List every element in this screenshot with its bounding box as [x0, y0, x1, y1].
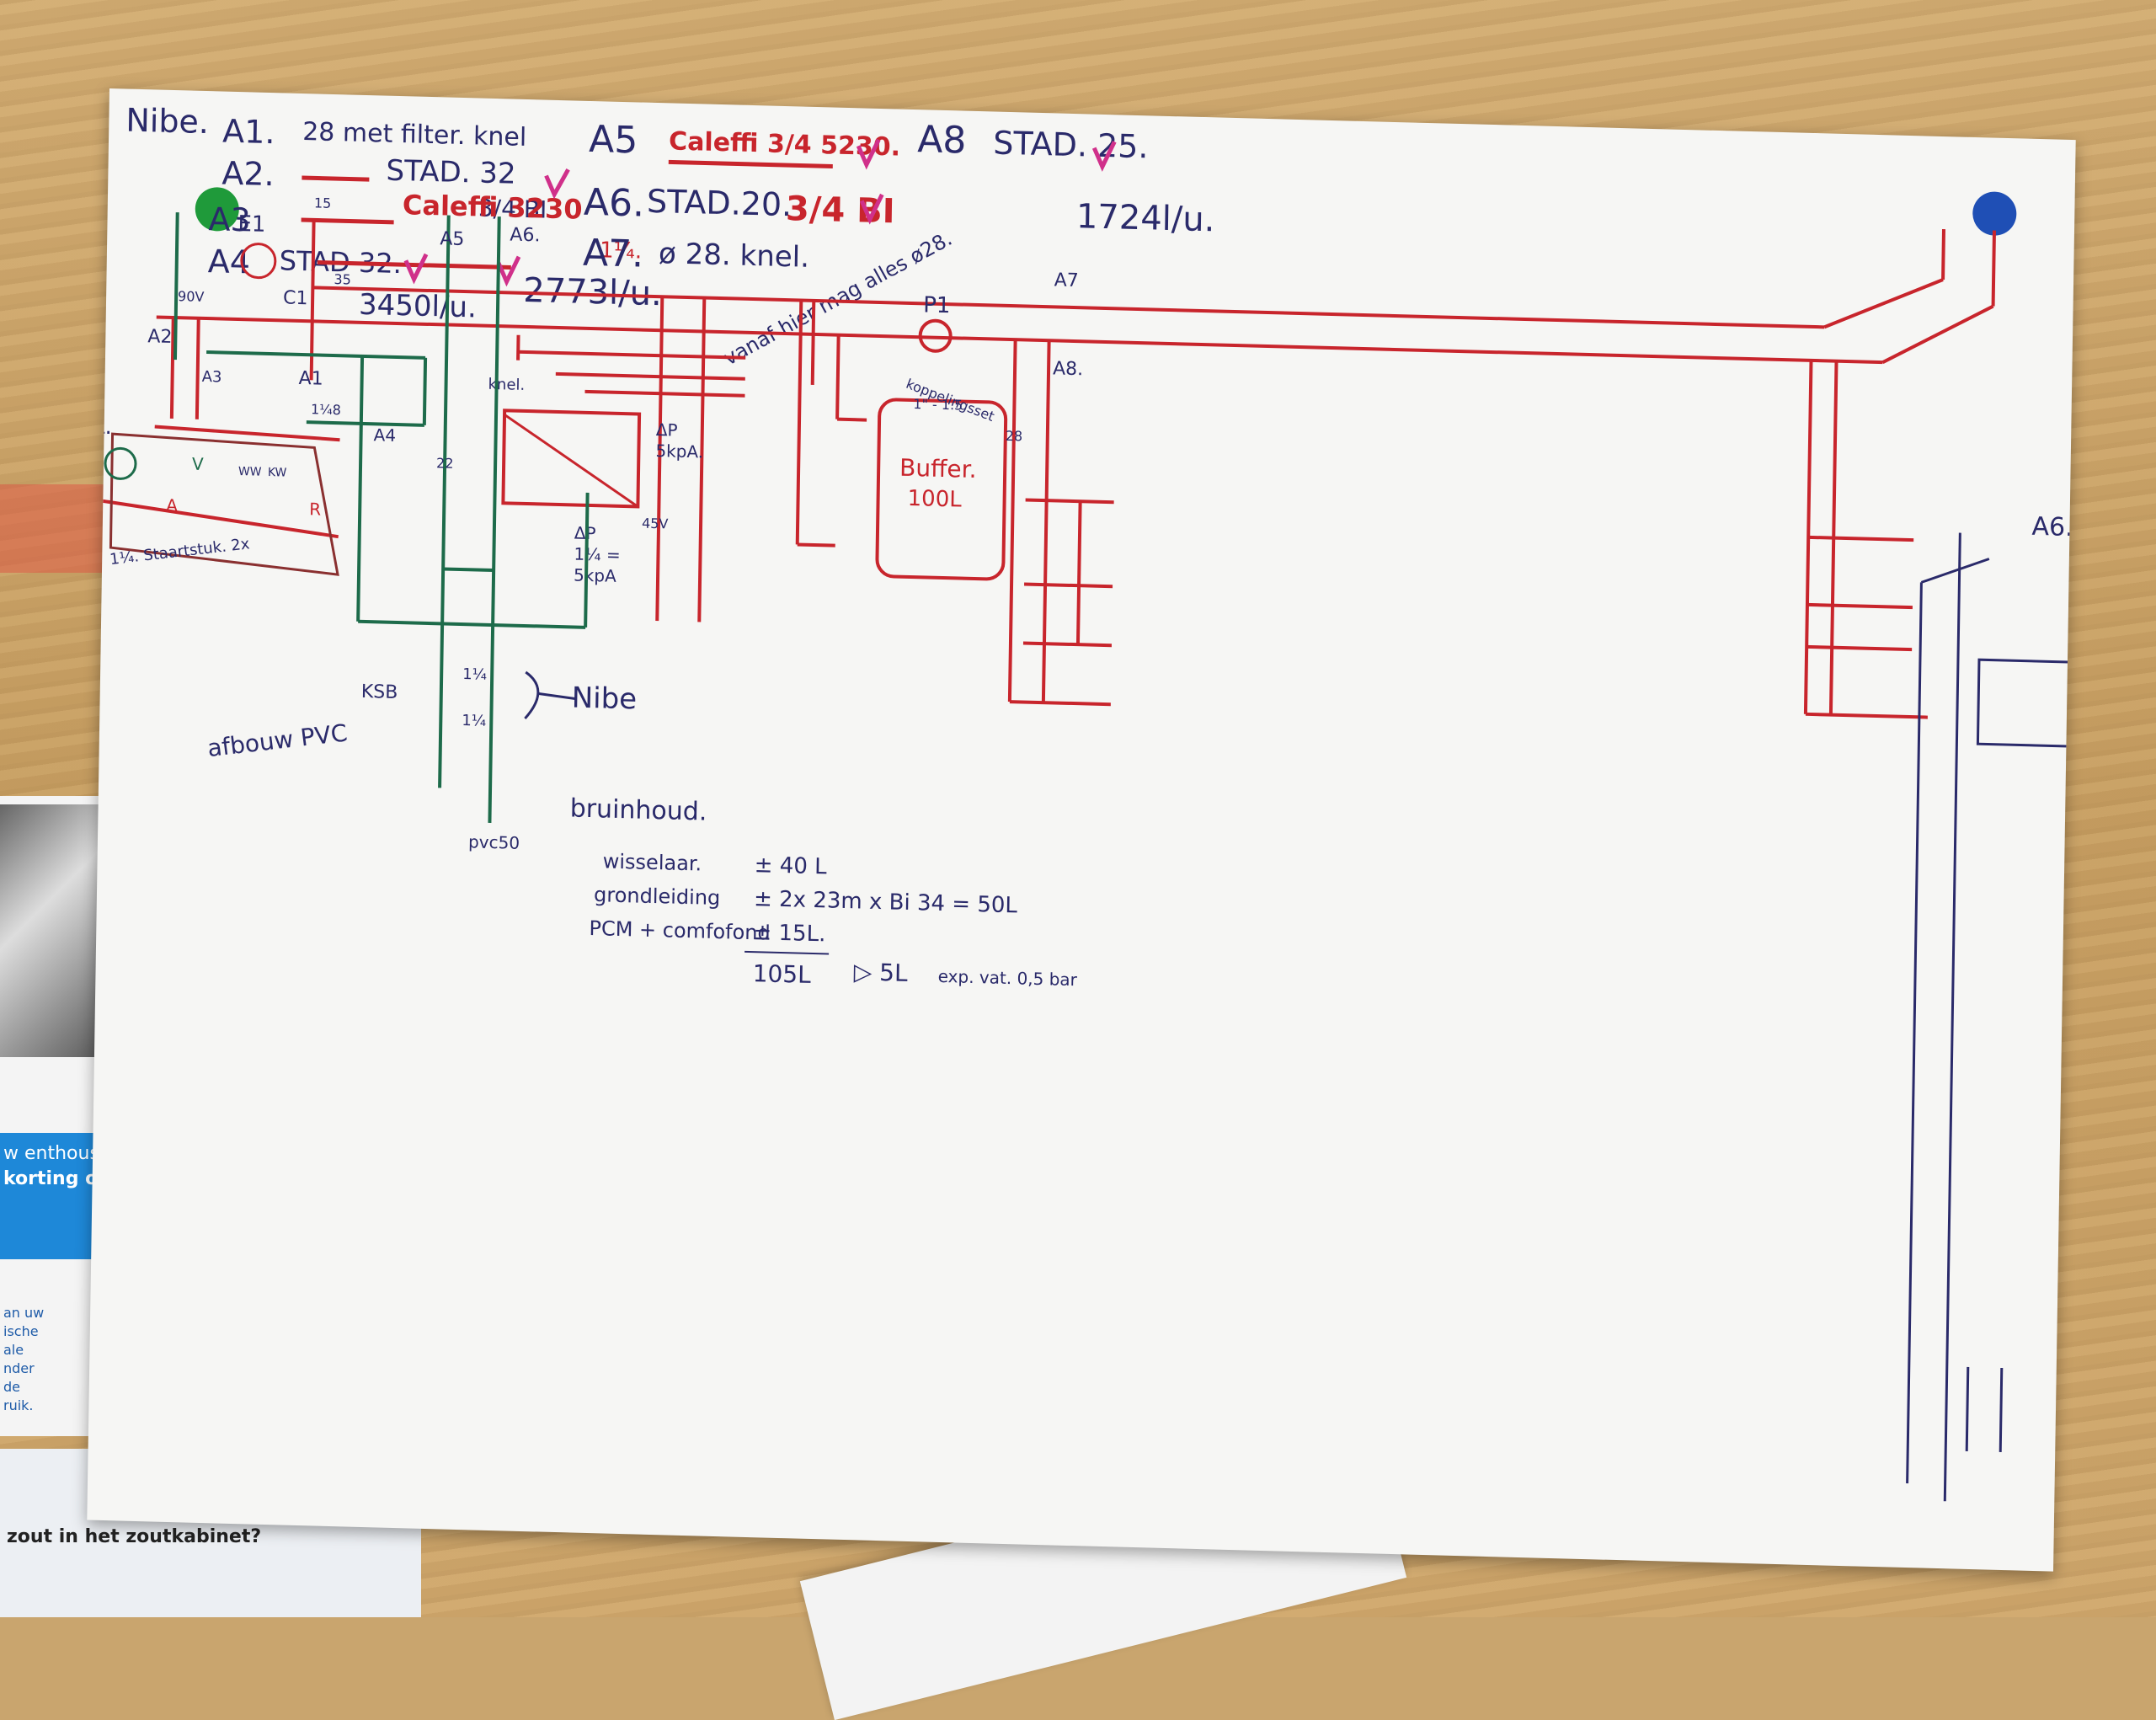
volume-calculation: bruinhoud. wisselaar. ± 40 L grondleidin… — [567, 793, 1080, 996]
legend-a5-text: Caleffi 3/4 5230. — [669, 126, 900, 162]
calc-result-note: exp. vat. 0,5 bar — [938, 966, 1078, 990]
port-ww: WW — [238, 465, 262, 479]
calc-line3-value: ± 15L. — [753, 920, 825, 947]
bottom-valves: KSB 1¼ 1¼ pvc50 afbouw PVC 1¼. Staartstu… — [104, 531, 525, 853]
legend-a7-label: A7. — [583, 232, 644, 276]
calc-line2-label: grondleiding — [594, 883, 721, 910]
nibe-ports: A V WW KW R 1¼8 — [166, 398, 341, 520]
pump-p1: P1 koppelingsset 1" - 1.5 — [904, 292, 999, 425]
legend-a6-text: STAD.20. — [647, 183, 792, 223]
a6-label: A6. — [510, 224, 540, 246]
legend-a1-text: 28 met filter. knel — [302, 117, 526, 152]
calc-line3-label: PCM + comfofond — [589, 916, 771, 945]
a5-label: A5 — [440, 228, 464, 250]
legend-a4-label: A4 — [207, 243, 250, 280]
afbouw-label: afbouw PVC — [205, 718, 349, 762]
flyer-text-lines: an uw ische ale nder de ruik. — [3, 1304, 54, 1415]
nibe-arrow-label: Nibe — [571, 681, 637, 716]
buffer-volume: 100L — [907, 486, 962, 513]
legend-a2-label: A2. — [221, 155, 275, 194]
flyer-text-line: ale — [3, 1341, 54, 1359]
fitting-90v: 90V — [178, 288, 205, 305]
calc-result: ▷ 5L — [854, 958, 909, 987]
legend-a2-text: STAD. 32 — [386, 154, 516, 191]
legend-nibe: Nibe. — [125, 102, 209, 142]
legend-a6-label: A6. — [584, 181, 645, 226]
staartstuk-label: 1¼. Staartstuk. 2x — [109, 535, 251, 569]
a6-right-label: A6. — [2031, 512, 2073, 542]
size-28: 28 — [1006, 428, 1023, 445]
buffer-label: Buffer. — [899, 454, 977, 483]
calc-line2-value: ± 2x 23m x Bi 34 = 50L — [754, 886, 1018, 918]
blue-pushpin-icon — [1972, 191, 2017, 236]
calc-title: bruinhoud. — [569, 793, 707, 826]
port-kw: KW — [268, 466, 287, 480]
legend-flow-3: 1724l/u. — [1076, 197, 1215, 239]
el-icon — [105, 448, 136, 479]
bottom-flyer-text: zout in het zoutkabinet? — [7, 1526, 261, 1547]
schematic-drawing: Nibe. A1. 28 met filter. knel A2. STAD. … — [87, 88, 2075, 1572]
pvc50-label: pvc50 — [468, 831, 520, 853]
legend-a8-text: STAD. 25. — [993, 124, 1149, 165]
knel-label: knel. — [488, 376, 525, 394]
size-35: 35 — [334, 271, 351, 288]
flyer-text-line: ische — [3, 1322, 54, 1341]
legend-a1-label: A1. — [222, 113, 275, 152]
schematic-sheet: Nibe. A1. 28 met filter. knel A2. STAD. … — [87, 88, 2075, 1572]
size-1-1-4-a: 1¼ — [462, 665, 487, 684]
kv-label: 1¼8 — [311, 401, 341, 418]
dp2-value: 5kpA — [574, 565, 616, 586]
dp1-label: ΔP — [656, 419, 678, 441]
right-red-risers — [1806, 361, 1934, 718]
flyer-text-line: ruik. — [3, 1397, 54, 1415]
port-v: V — [192, 454, 204, 474]
purple-box — [1977, 660, 2075, 746]
a1-label: A1 — [298, 368, 323, 390]
size-22: 22 — [436, 455, 454, 472]
a8-label: A8. — [1053, 358, 1083, 380]
purple-assembly — [1907, 531, 2075, 1504]
ksb-label: KSB — [361, 681, 398, 703]
heat-exchanger: ΔP 5kpA. ΔP 1¼ = 5kpA knel. — [485, 376, 705, 589]
legend-a8-label: A8 — [917, 118, 967, 163]
nibe-arrow: Nibe — [525, 672, 637, 721]
size-1-1-4-b: 1¼ — [462, 712, 486, 730]
a7-label: A7 — [1054, 270, 1079, 291]
flyer-text-line: nder — [3, 1359, 54, 1378]
legend-flow-1: 3450l/u. — [359, 288, 477, 325]
dp1-value: 5kpA. — [655, 441, 703, 462]
e1-label: E1 — [237, 211, 265, 238]
dp2-size: 1¼ = — [574, 544, 621, 565]
calc-line1-label: wisselaar. — [603, 849, 702, 875]
calc-line1-value: ± 40 L — [755, 852, 828, 879]
c1-label: C1 — [283, 287, 308, 309]
pump-label: P1 — [923, 292, 951, 318]
check-icon — [546, 169, 568, 195]
fitting-45v: 45V — [642, 515, 669, 532]
a4-label: A4 — [373, 425, 396, 446]
calc-total: 105L — [752, 959, 811, 989]
flyer-text-line: an uw — [3, 1304, 54, 1322]
port-a: A — [166, 495, 178, 515]
legend-a7-text: ø 28. knel. — [659, 237, 810, 275]
flyer-text-line: de — [3, 1378, 54, 1397]
arrow-left-icon — [538, 693, 576, 698]
legend-a6-extra: 3/4 BI — [786, 190, 895, 231]
a3-label: A3 — [201, 368, 221, 387]
legend-a5-label: A5 — [589, 118, 638, 163]
koppeling-size: 1" - 1.5 — [913, 396, 963, 414]
port-r: R — [309, 499, 321, 519]
buffer-tank: Buffer. 100L — [877, 399, 1006, 580]
a2-label: A2 — [147, 326, 172, 348]
size-15: 15 — [314, 195, 332, 211]
